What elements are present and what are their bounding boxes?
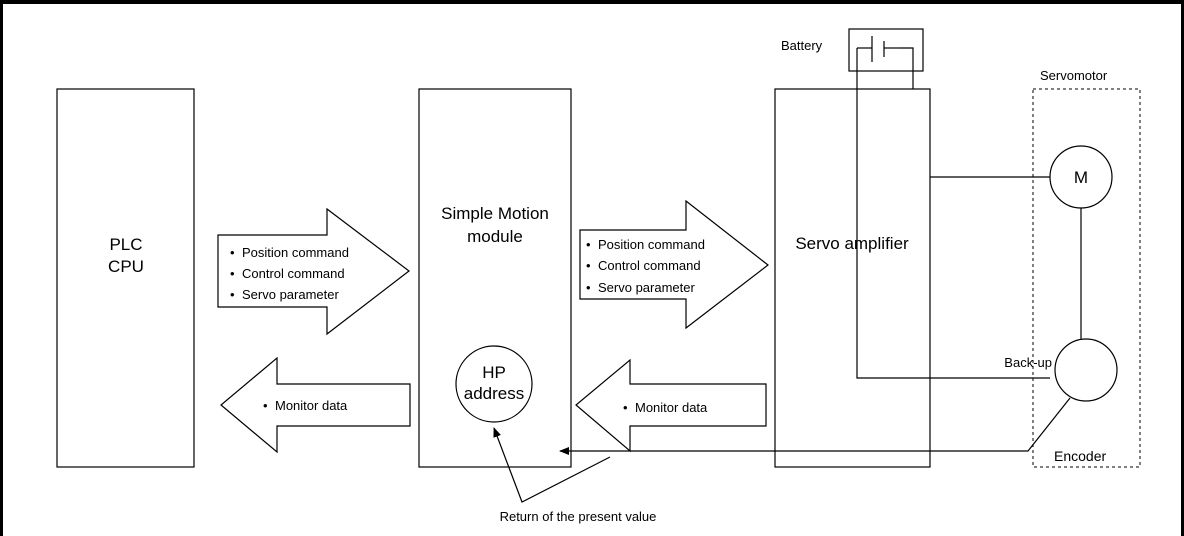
plc-command-bullet-3: • [230, 287, 235, 302]
amp-command-1: Position command [598, 237, 705, 252]
plc-command-2: Control command [242, 266, 345, 281]
amp-command-bullet-1: • [586, 237, 591, 252]
return-value-note: Return of the present value [500, 509, 657, 524]
return-pointer-lines [493, 427, 611, 503]
module-label-line1: Simple Motion [441, 204, 549, 223]
amplifier-command-arrow [579, 199, 769, 330]
plc-monitor-text: Monitor data [275, 398, 348, 413]
plc-command-bullet-1: • [230, 245, 235, 260]
amp-monitor-text: Monitor data [635, 400, 708, 415]
servomotor-enclosure [1032, 88, 1141, 468]
hp-address-circle [455, 345, 533, 423]
hp-label-line2: address [464, 384, 524, 403]
amplifier-monitor-arrow [575, 358, 767, 453]
motor-symbol: M [1074, 168, 1088, 187]
encoder-circle [1054, 338, 1118, 402]
amp-monitor-bullet: • [623, 400, 628, 415]
backup-label: Back-up [1004, 355, 1052, 370]
amp-command-3: Servo parameter [598, 280, 695, 295]
servomotor-label: Servomotor [1040, 68, 1108, 83]
amp-command-bullet-3: • [586, 280, 591, 295]
hp-label-line1: HP [482, 363, 506, 382]
encoder-label: Encoder [1054, 448, 1106, 464]
plc-command-1: Position command [242, 245, 349, 260]
backup-wire [856, 48, 1050, 379]
module-label-line2: module [467, 227, 523, 246]
servo-amplifier-label: Servo amplifier [795, 234, 909, 253]
servo-amplifier-box [774, 88, 931, 468]
amp-command-2: Control command [598, 258, 701, 273]
battery-wire-right [899, 47, 914, 89]
plc-command-bullet-2: • [230, 266, 235, 281]
simple-motion-module-box [418, 88, 572, 468]
amp-command-bullet-2: • [586, 258, 591, 273]
plc-label-line1: PLC [109, 235, 142, 254]
plc-command-arrow [217, 207, 410, 336]
plc-monitor-bullet: • [263, 398, 268, 413]
encoder-feedback-line [559, 397, 1071, 455]
battery-box [848, 28, 924, 72]
plc-label-line2: CPU [108, 257, 144, 276]
plc-monitor-arrow [220, 356, 411, 454]
battery-label: Battery [781, 38, 823, 53]
plc-command-3: Servo parameter [242, 287, 339, 302]
plc-cpu-box [56, 88, 195, 468]
